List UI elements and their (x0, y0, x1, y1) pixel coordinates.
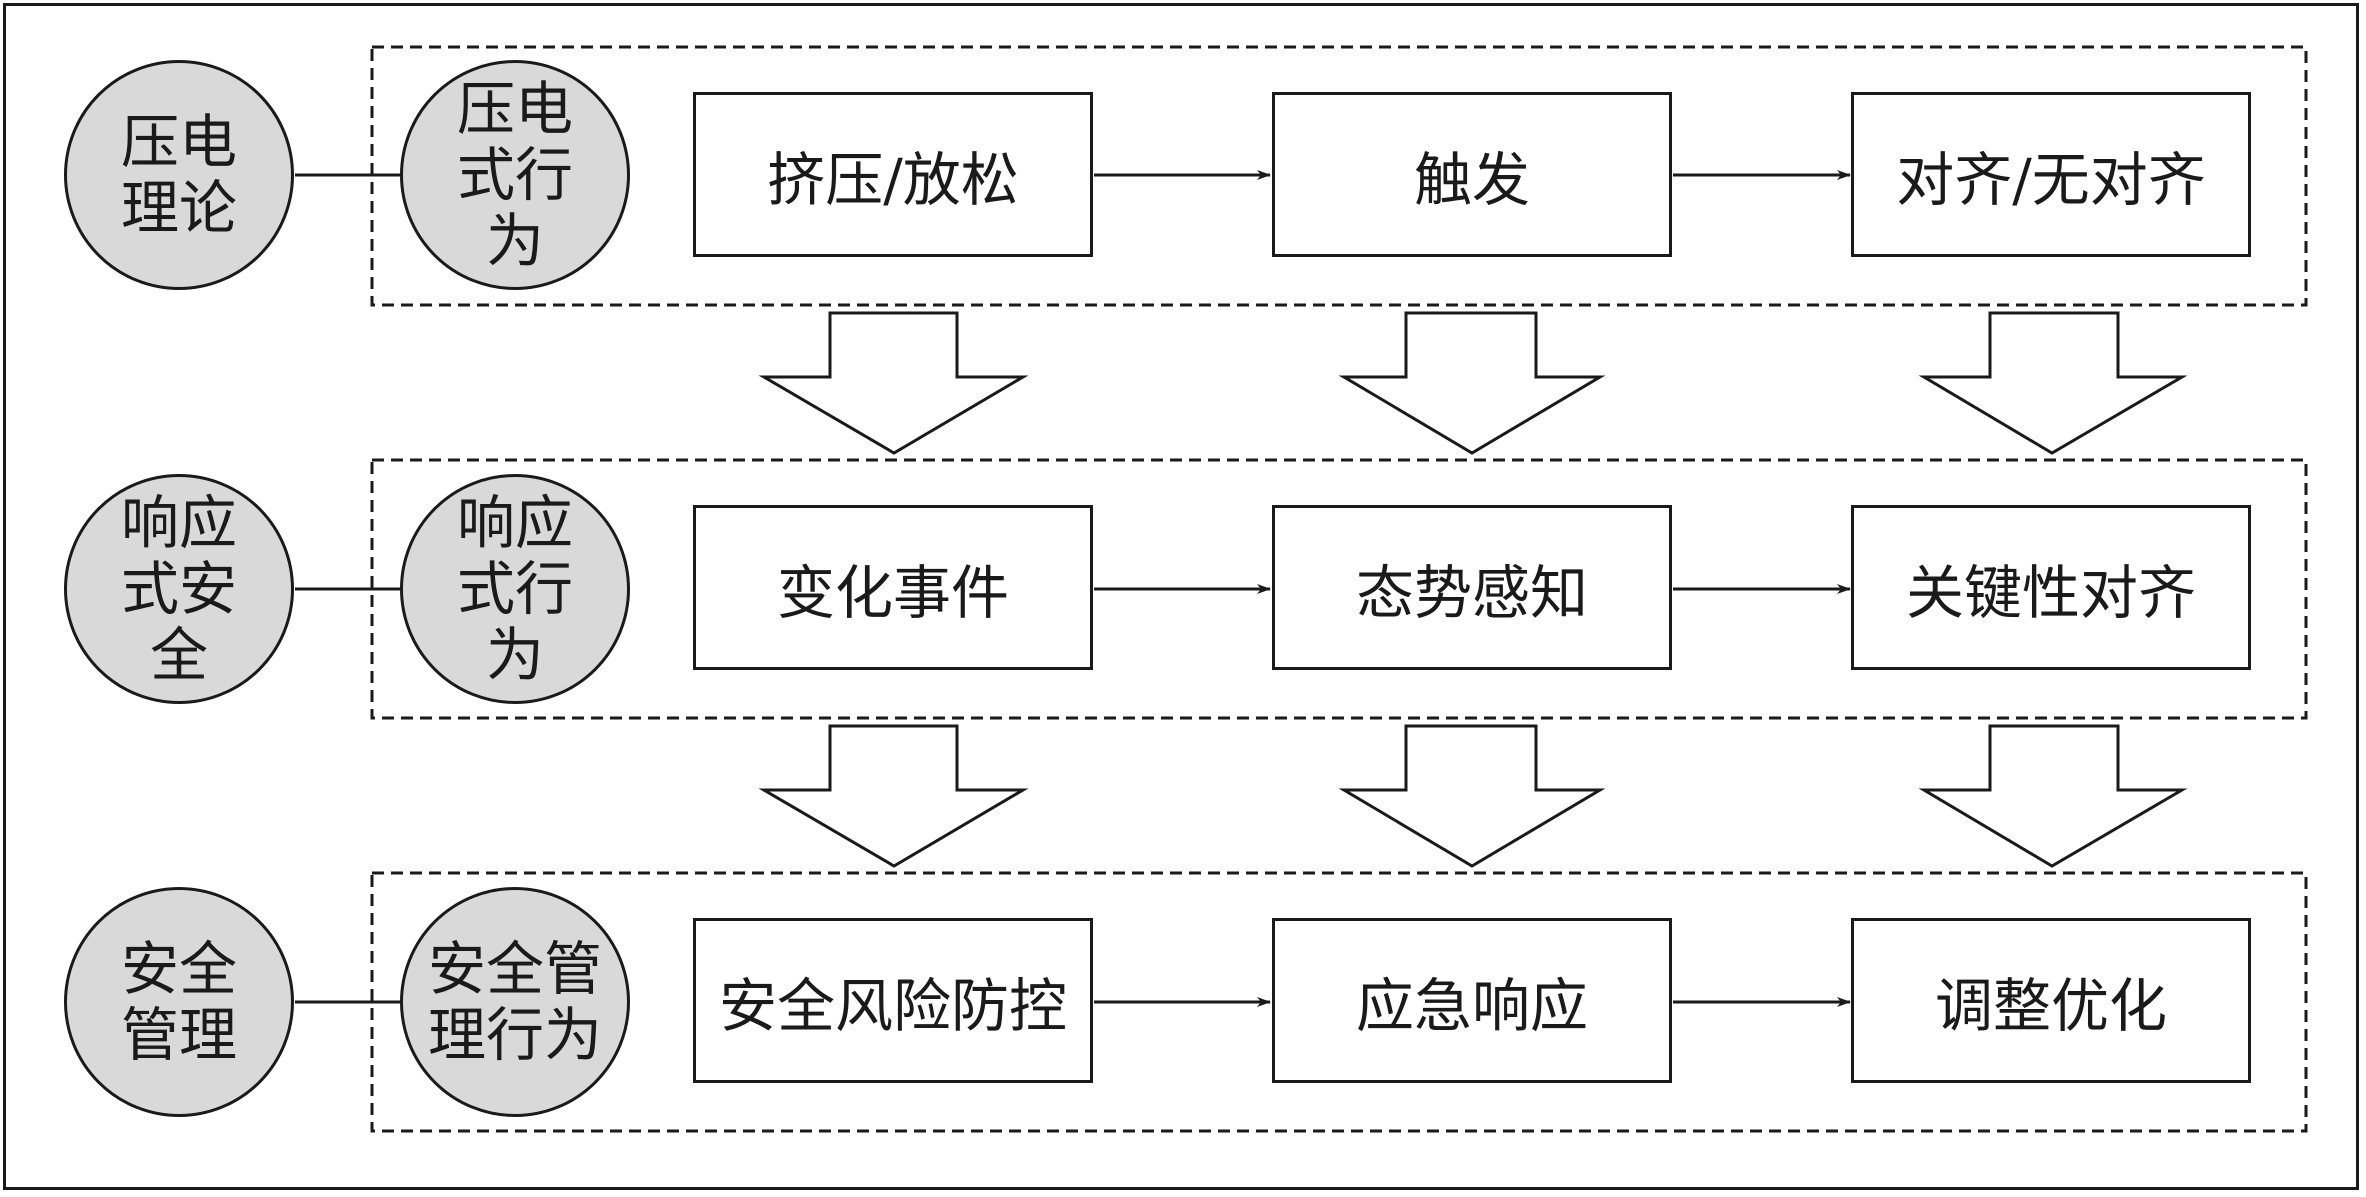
down-arrow-col2-a (1338, 311, 1606, 455)
group-box-row-3 (370, 871, 2308, 1133)
theory-circle-safety-management: 安全管理 (64, 887, 294, 1117)
step-box-critical-alignment: 关键性对齐 (1851, 505, 2251, 670)
theory-circle-piezoelectric: 压电理论 (64, 60, 294, 290)
theory-label: 响应式安全 (120, 489, 237, 689)
behavior-label: 压电式行为 (456, 75, 573, 275)
group-box-row-2 (370, 458, 2308, 720)
group-box-row-1 (370, 45, 2308, 307)
behavior-label: 响应式行为 (456, 489, 573, 689)
step-box-squeeze-release: 挤压/放松 (693, 92, 1093, 257)
step-box-align: 对齐/无对齐 (1851, 92, 2251, 257)
step-box-change-event: 变化事件 (693, 505, 1093, 670)
down-arrow-col2-b (1338, 724, 1606, 868)
step-label: 对齐/无对齐 (1896, 145, 2206, 214)
down-arrow-col1-b (758, 724, 1029, 868)
step-label: 挤压/放松 (767, 145, 1019, 214)
step-label: 安全风险防控 (718, 971, 1067, 1040)
theory-label: 压电理论 (120, 108, 237, 242)
behavior-circle-safety-management: 安全管理行为 (400, 887, 630, 1117)
theory-circle-responsive-security: 响应式安全 (64, 474, 294, 704)
diagram-frame (3, 3, 2359, 1190)
down-arrow-col3-a (1918, 311, 2188, 455)
down-arrow-col1-a (758, 311, 1029, 455)
step-box-trigger: 触发 (1272, 92, 1672, 257)
step-box-situational-awareness: 态势感知 (1272, 505, 1672, 670)
step-box-adjust-optimize: 调整优化 (1851, 918, 2251, 1083)
step-label: 态势感知 (1355, 558, 1588, 627)
theory-label: 安全管理 (120, 935, 237, 1069)
step-label: 触发 (1413, 145, 1530, 214)
step-label: 关键性对齐 (1905, 558, 2196, 627)
behavior-circle-responsive: 响应式行为 (400, 474, 630, 704)
step-label: 调整优化 (1934, 971, 2167, 1040)
step-label: 应急响应 (1355, 971, 1588, 1040)
behavior-label: 安全管理行为 (427, 935, 602, 1069)
down-arrow-col3-b (1918, 724, 2188, 868)
behavior-circle-piezoelectric: 压电式行为 (400, 60, 630, 290)
step-label: 变化事件 (776, 558, 1009, 627)
step-box-risk-prevention: 安全风险防控 (693, 918, 1093, 1083)
step-box-emergency-response: 应急响应 (1272, 918, 1672, 1083)
